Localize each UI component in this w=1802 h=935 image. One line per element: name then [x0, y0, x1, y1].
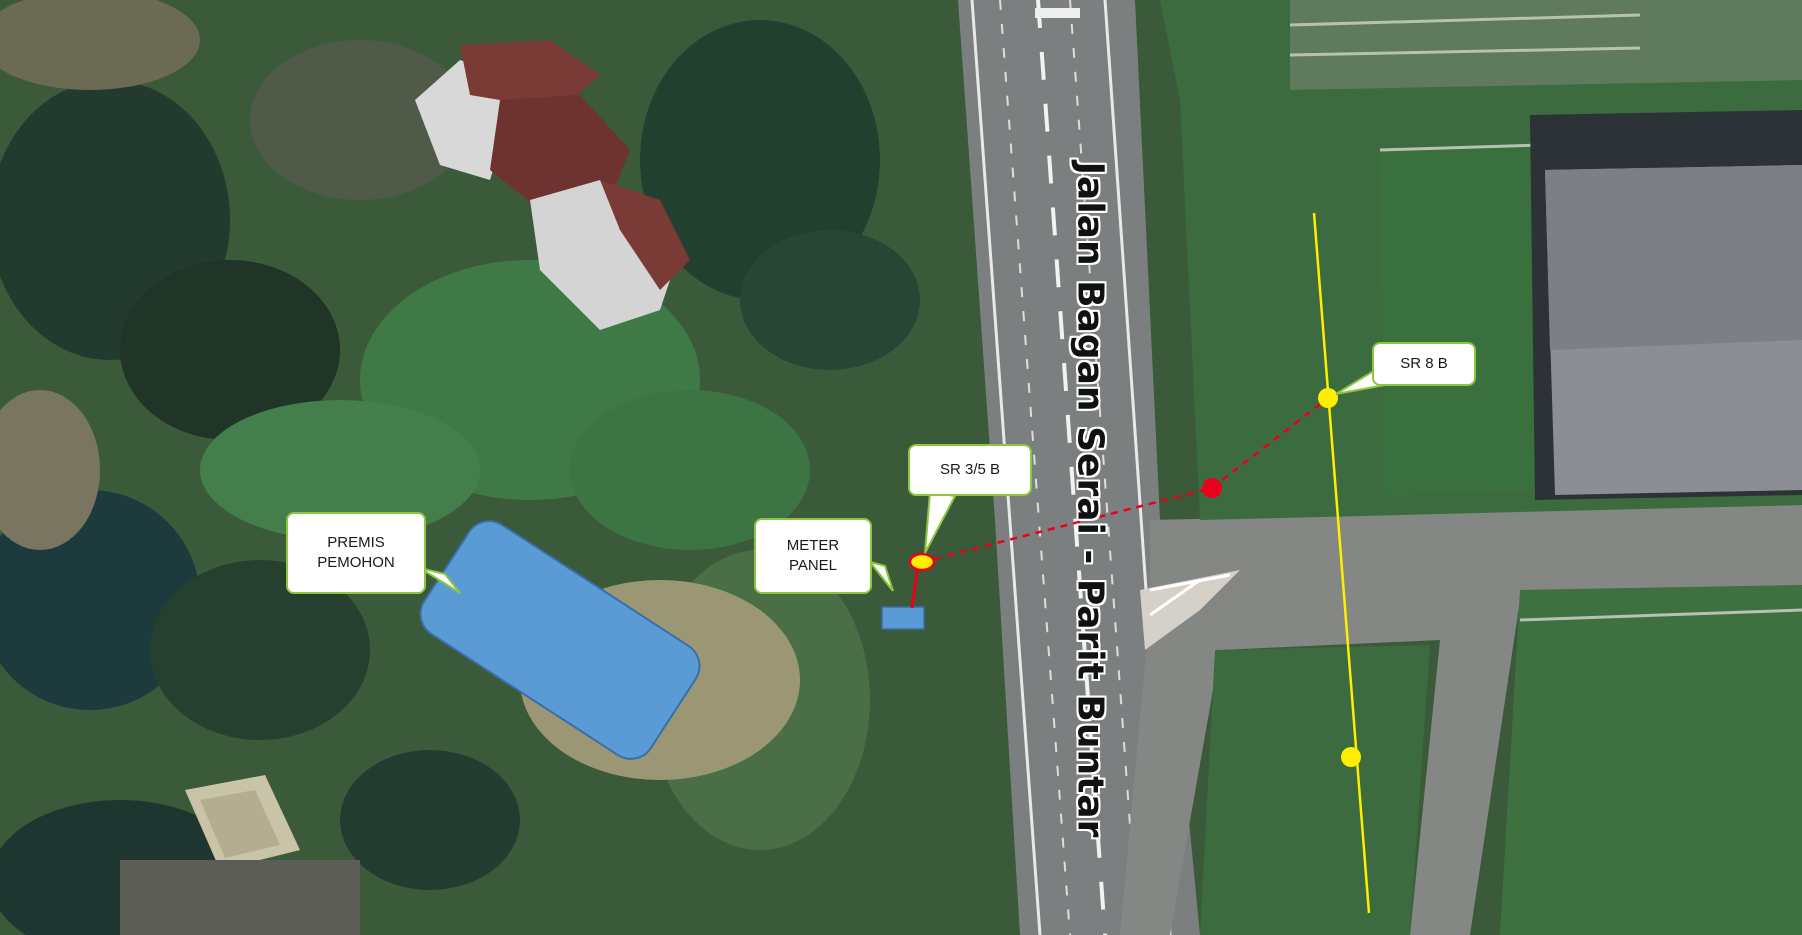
service-line-to-sr8b [1211, 397, 1329, 489]
callout-sr-8-b: SR 8 B [1372, 342, 1476, 386]
pole-sr-3-5-b[interactable] [908, 552, 936, 572]
callout-sr8b-text: SR 8 B [1400, 355, 1448, 372]
pole-red-marker[interactable] [1202, 478, 1222, 498]
premises-shape[interactable] [411, 512, 708, 768]
pole-sr-8-b[interactable] [1318, 388, 1338, 408]
meter-panel-box[interactable] [881, 606, 925, 630]
pole-yellow-marker[interactable] [1341, 747, 1361, 767]
service-line-to-red-pole [921, 486, 1213, 564]
road-label: Jalan Bagan Serai - Parit Buntar [1069, 161, 1111, 839]
side-road [1120, 505, 1802, 935]
callout-premis-line1: PREMIS [327, 534, 385, 551]
callout-premis-line2: PEMOHON [317, 554, 395, 571]
warehouse [1530, 110, 1802, 500]
small-building [120, 775, 360, 935]
callout-premis-pemohon: PREMIS PEMOHON [286, 512, 426, 594]
callout-sr-3-5-b: SR 3/5 B [908, 444, 1032, 496]
houses [415, 40, 690, 330]
meter-cable [910, 563, 920, 609]
power-line [1312, 212, 1371, 914]
callout-meter-line2: PANEL [788, 557, 838, 574]
callout-meter-panel: METER PANEL [754, 518, 872, 594]
callout-meter-line1: METER [786, 537, 840, 554]
callout-sr35b-text: SR 3/5 B [939, 461, 1001, 478]
